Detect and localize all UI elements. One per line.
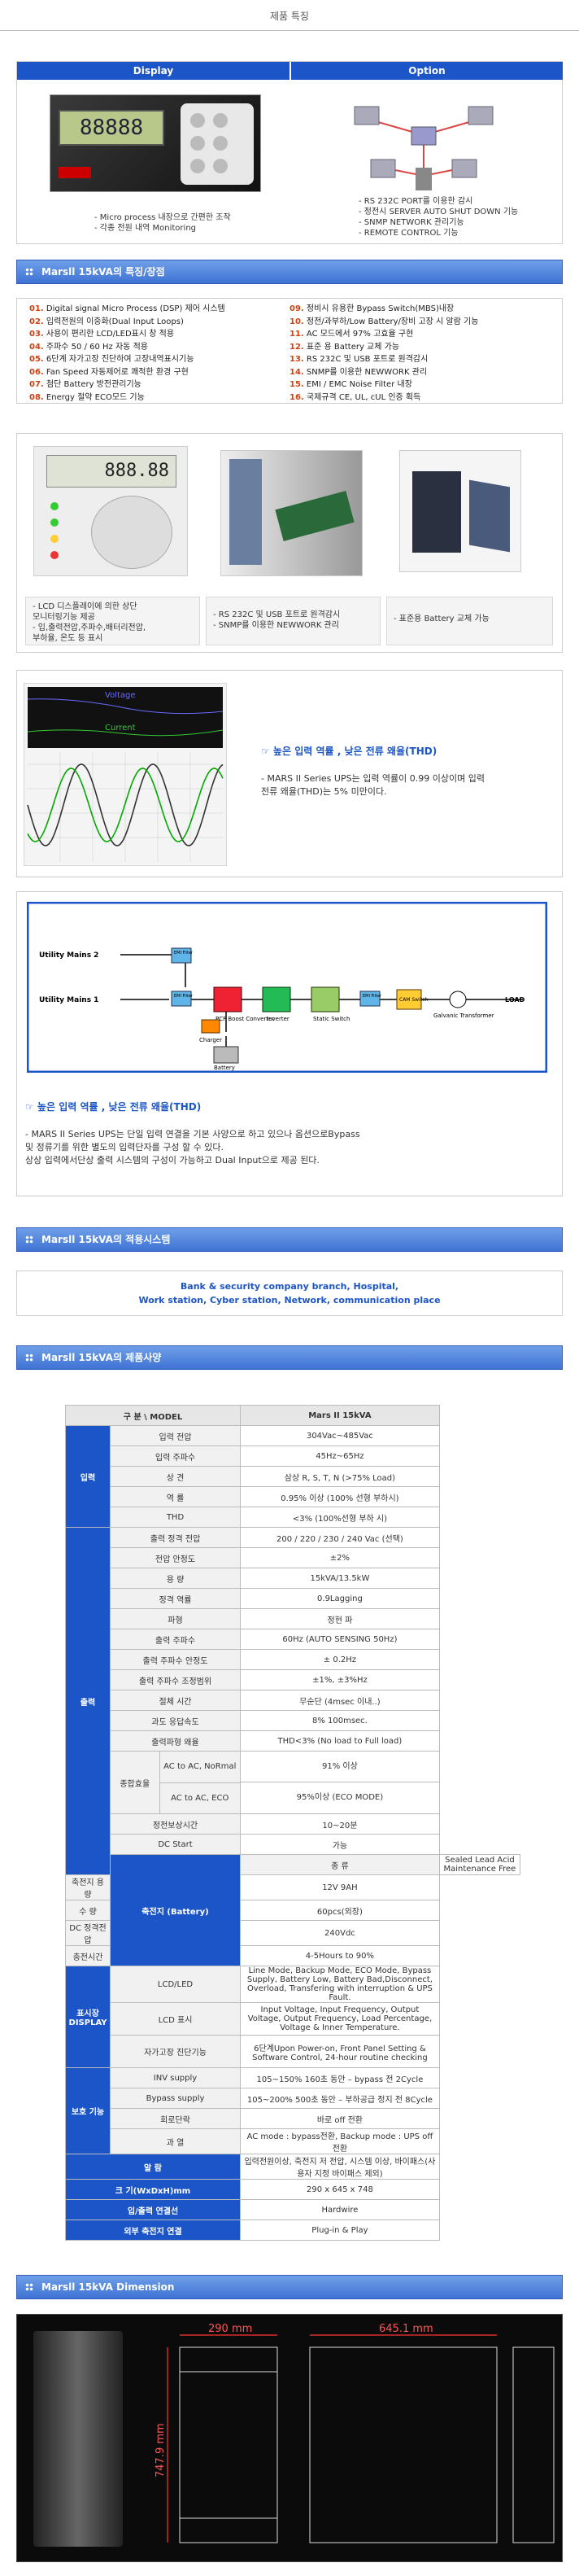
diagram-box: Utility Mains 2 Utility Mains 1 EMI Filt…	[16, 891, 563, 1196]
dimension-drawing: 290 mm 645.1 mm 747.9 mm	[155, 2323, 555, 2543]
cat-display: 표시장 DISPLAY	[65, 1966, 111, 2068]
feature-box: Display Option 88888 - Micro process 내장으…	[16, 61, 563, 244]
ups-photo	[33, 2331, 123, 2547]
lcd-screen: 88888	[59, 110, 164, 146]
voltage-label: Voltage	[105, 691, 136, 700]
diagram-title: ☞ 높은 입력 역률 , 낮은 전류 왜율(THD)	[25, 1101, 202, 1113]
static-switch-label: Static Switch	[313, 1016, 350, 1022]
current-label: Current	[105, 724, 136, 733]
cam-switch-label: CAM Switch	[399, 997, 428, 1003]
spec-header-model: Mars II 15kVA	[240, 1405, 440, 1426]
lcd-readout: 888.88	[46, 455, 176, 488]
mains1-label: Utility Mains 1	[39, 996, 98, 1004]
caption-port: - RS 232C 및 USB 포트로 원격감시- SNMP를 이용한 NEWW…	[206, 597, 381, 645]
feature-list-left: 01. Digital signal Micro Process (DSP) 제…	[29, 304, 225, 402]
cat-input: 입력	[65, 1425, 111, 1528]
feature-list-right: 09. 정비시 유용한 Bypass Switch(MBS)내장 10. 정전/…	[290, 304, 479, 402]
keypad	[181, 103, 254, 185]
battery-photo	[399, 450, 521, 572]
thd-title: ☞ 높은 입력 역률 , 낮은 전류 왜율(THD)	[261, 746, 438, 757]
cat-battery: 축전지 (Battery)	[110, 1854, 241, 1966]
section-bar-spec: Marsll 15kVA의 제품사양	[16, 1345, 563, 1370]
section-bar-features: Marsll 15kVA의 특징/장점	[16, 260, 563, 284]
waveform-chart: Voltage Current	[24, 683, 227, 866]
height-label: 747.9 mm	[155, 2423, 167, 2478]
width-label: 290 mm	[208, 2323, 252, 2335]
port-photo	[220, 450, 363, 576]
charger-label: Charger	[199, 1037, 222, 1043]
display-bullets: - Micro process 내장으로 간편한 조작 - 각종 전원 내역 M…	[94, 213, 231, 233]
option-header: Option	[291, 62, 563, 80]
caption-battery: - 표준용 Battery 교체 가능	[386, 597, 553, 645]
emi-filter-top: EMI Filter	[174, 951, 194, 956]
thd-description: - MARS II Series UPS는 입력 역률이 0.99 이상이며 입…	[261, 773, 485, 797]
display-photo: 88888	[50, 94, 261, 192]
application-box: Bank & security company branch, Hospital…	[16, 1271, 563, 1316]
emi-filter-right: EMI Filter	[363, 994, 382, 999]
cat-protect: 보호 기능	[65, 2067, 111, 2154]
dimension-box: 290 mm 645.1 mm 747.9 mm	[16, 2314, 563, 2562]
page-title: 제품 특징	[0, 0, 579, 31]
network-diagram	[354, 106, 494, 190]
emi-filter-left: EMI Filter	[174, 994, 194, 999]
section-bar-dimension: Marsll 15kVA Dimension	[16, 2275, 563, 2299]
battery-label: Battery	[214, 1065, 235, 1071]
option-bullets: - RS 232C PORT를 이용한 감시 - 정전시 SERVER AUTO…	[359, 197, 519, 238]
thd-text: ☞ 높은 입력 역률 , 낮은 전류 왜율(THD) - MARS II Ser…	[261, 744, 554, 798]
cat-output: 출력	[65, 1527, 111, 1875]
diagram-description: - MARS II Series UPS는 단일 입력 연결을 기본 사양으로 …	[25, 1129, 360, 1166]
block-diagram: Utility Mains 2 Utility Mains 1 EMI Filt…	[27, 902, 547, 1073]
galvanic-label: Galvanic Transformer	[433, 1012, 494, 1019]
mains2-label: Utility Mains 2	[39, 951, 98, 960]
load-label: LOAD	[505, 996, 525, 1004]
inverter-label: Inverter	[267, 1016, 290, 1022]
thd-box: Voltage Current ☞ 높은 입력 역률 , 낮은 전류 왜율(TH…	[16, 670, 563, 877]
feature-list-box: 01. Digital signal Micro Process (DSP) 제…	[16, 298, 563, 404]
display-header: Display	[17, 62, 290, 80]
spec-header-label: 구 분 \ MODEL	[65, 1405, 241, 1426]
depth-label: 645.1 mm	[379, 2323, 433, 2335]
lcd-panel-photo: 888.88	[33, 446, 188, 576]
brand-badge	[59, 167, 91, 178]
section-bar-application: Marsll 15kVA의 적용시스템	[16, 1227, 563, 1252]
pcf-label: PCF Boost Converter	[215, 1016, 274, 1022]
